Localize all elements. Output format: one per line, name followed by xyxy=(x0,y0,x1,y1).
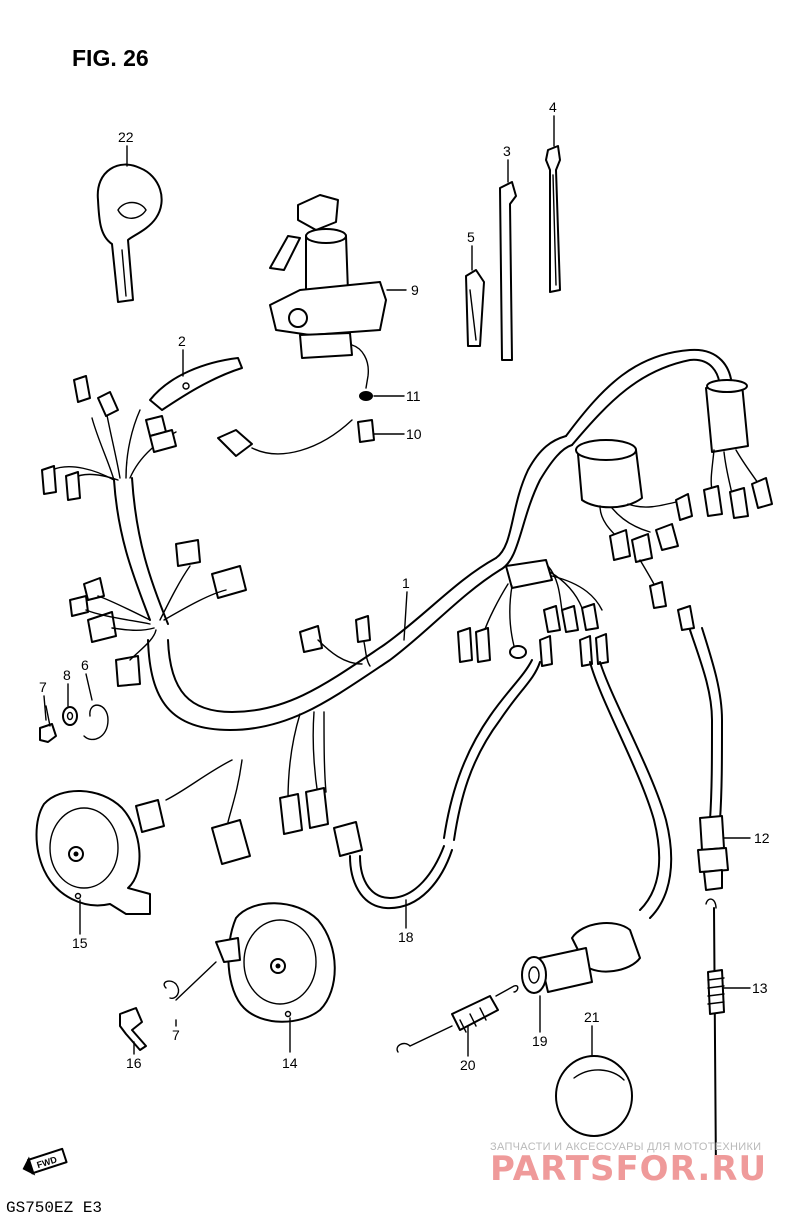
callout-16: 16 xyxy=(126,1055,142,1071)
washer-7-lower xyxy=(163,980,180,999)
main-wiring-harness xyxy=(51,348,733,731)
ignition-switch xyxy=(269,194,387,389)
callout-5: 5 xyxy=(467,229,475,245)
spring-rod-13 xyxy=(705,898,725,1177)
callout-20: 20 xyxy=(460,1057,476,1073)
callout-4: 4 xyxy=(549,99,557,115)
harness-lower-branches xyxy=(135,659,673,919)
callout-21: 21 xyxy=(584,1009,600,1025)
callout-6: 6 xyxy=(81,657,89,673)
callout-22: 22 xyxy=(118,129,134,145)
callout-3: 3 xyxy=(503,143,511,159)
callout-10: 10 xyxy=(406,426,422,442)
watermark-brand: PARTSFOR.RU xyxy=(490,1149,767,1189)
return-spring-20 xyxy=(396,984,519,1053)
horn-15 xyxy=(35,790,151,915)
cable-tie-3 xyxy=(499,181,517,361)
callout-1: 1 xyxy=(402,575,410,591)
callout-11: 11 xyxy=(406,388,421,404)
socket-10 xyxy=(357,419,375,443)
clip-6 xyxy=(83,704,109,741)
bolt-16 xyxy=(119,1007,147,1051)
bulb-11 xyxy=(359,391,373,401)
callout-15: 15 xyxy=(72,935,88,951)
cover-21 xyxy=(555,1055,633,1137)
callout-7-lower: 7 xyxy=(172,1027,180,1043)
harness-center-connectors xyxy=(299,615,371,667)
callout-18: 18 xyxy=(398,929,414,945)
leader-lines xyxy=(43,115,751,1057)
harness-upper-left-connectors xyxy=(41,375,177,501)
callout-9: 9 xyxy=(411,282,419,298)
switch-lead-connector xyxy=(217,419,353,457)
harness-junction-block xyxy=(575,439,693,609)
figure-title: FIG. 26 xyxy=(72,45,149,71)
callout-12: 12 xyxy=(754,830,770,846)
callout-7-upper: 7 xyxy=(39,679,47,695)
callout-13: 13 xyxy=(752,980,768,996)
callout-2: 2 xyxy=(178,333,186,349)
horn-14 xyxy=(215,902,336,1023)
forward-direction-badge: FWD xyxy=(22,1147,68,1176)
harness-left-middle-connectors xyxy=(69,539,247,687)
harness-cover-2 xyxy=(149,357,243,411)
callout-14: 14 xyxy=(282,1055,298,1071)
stop-switch-19 xyxy=(521,922,641,994)
callout-19: 19 xyxy=(532,1033,548,1049)
harness-upper-right-connector xyxy=(703,379,773,519)
model-code: GS750EZ E3 xyxy=(6,1199,102,1217)
clamp-5 xyxy=(465,269,485,347)
harness-right-junction xyxy=(457,559,609,667)
callout-8: 8 xyxy=(63,667,71,683)
callout-labels: 22 2 1 9 11 10 3 4 5 6 8 7 12 13 14 15 1… xyxy=(39,99,770,1073)
oil-pressure-switch-12 xyxy=(697,815,729,891)
washer-8 xyxy=(62,706,78,726)
neutral-switch-lead xyxy=(677,605,723,821)
ignition-key xyxy=(96,163,163,303)
watermark-subtitle: ЗАПЧАСТИ И АКСЕССУАРЫ ДЛЯ МОТОТЕХНИКИ xyxy=(490,1141,761,1153)
cable-tie-4 xyxy=(545,145,561,293)
screw-7 xyxy=(39,705,57,743)
